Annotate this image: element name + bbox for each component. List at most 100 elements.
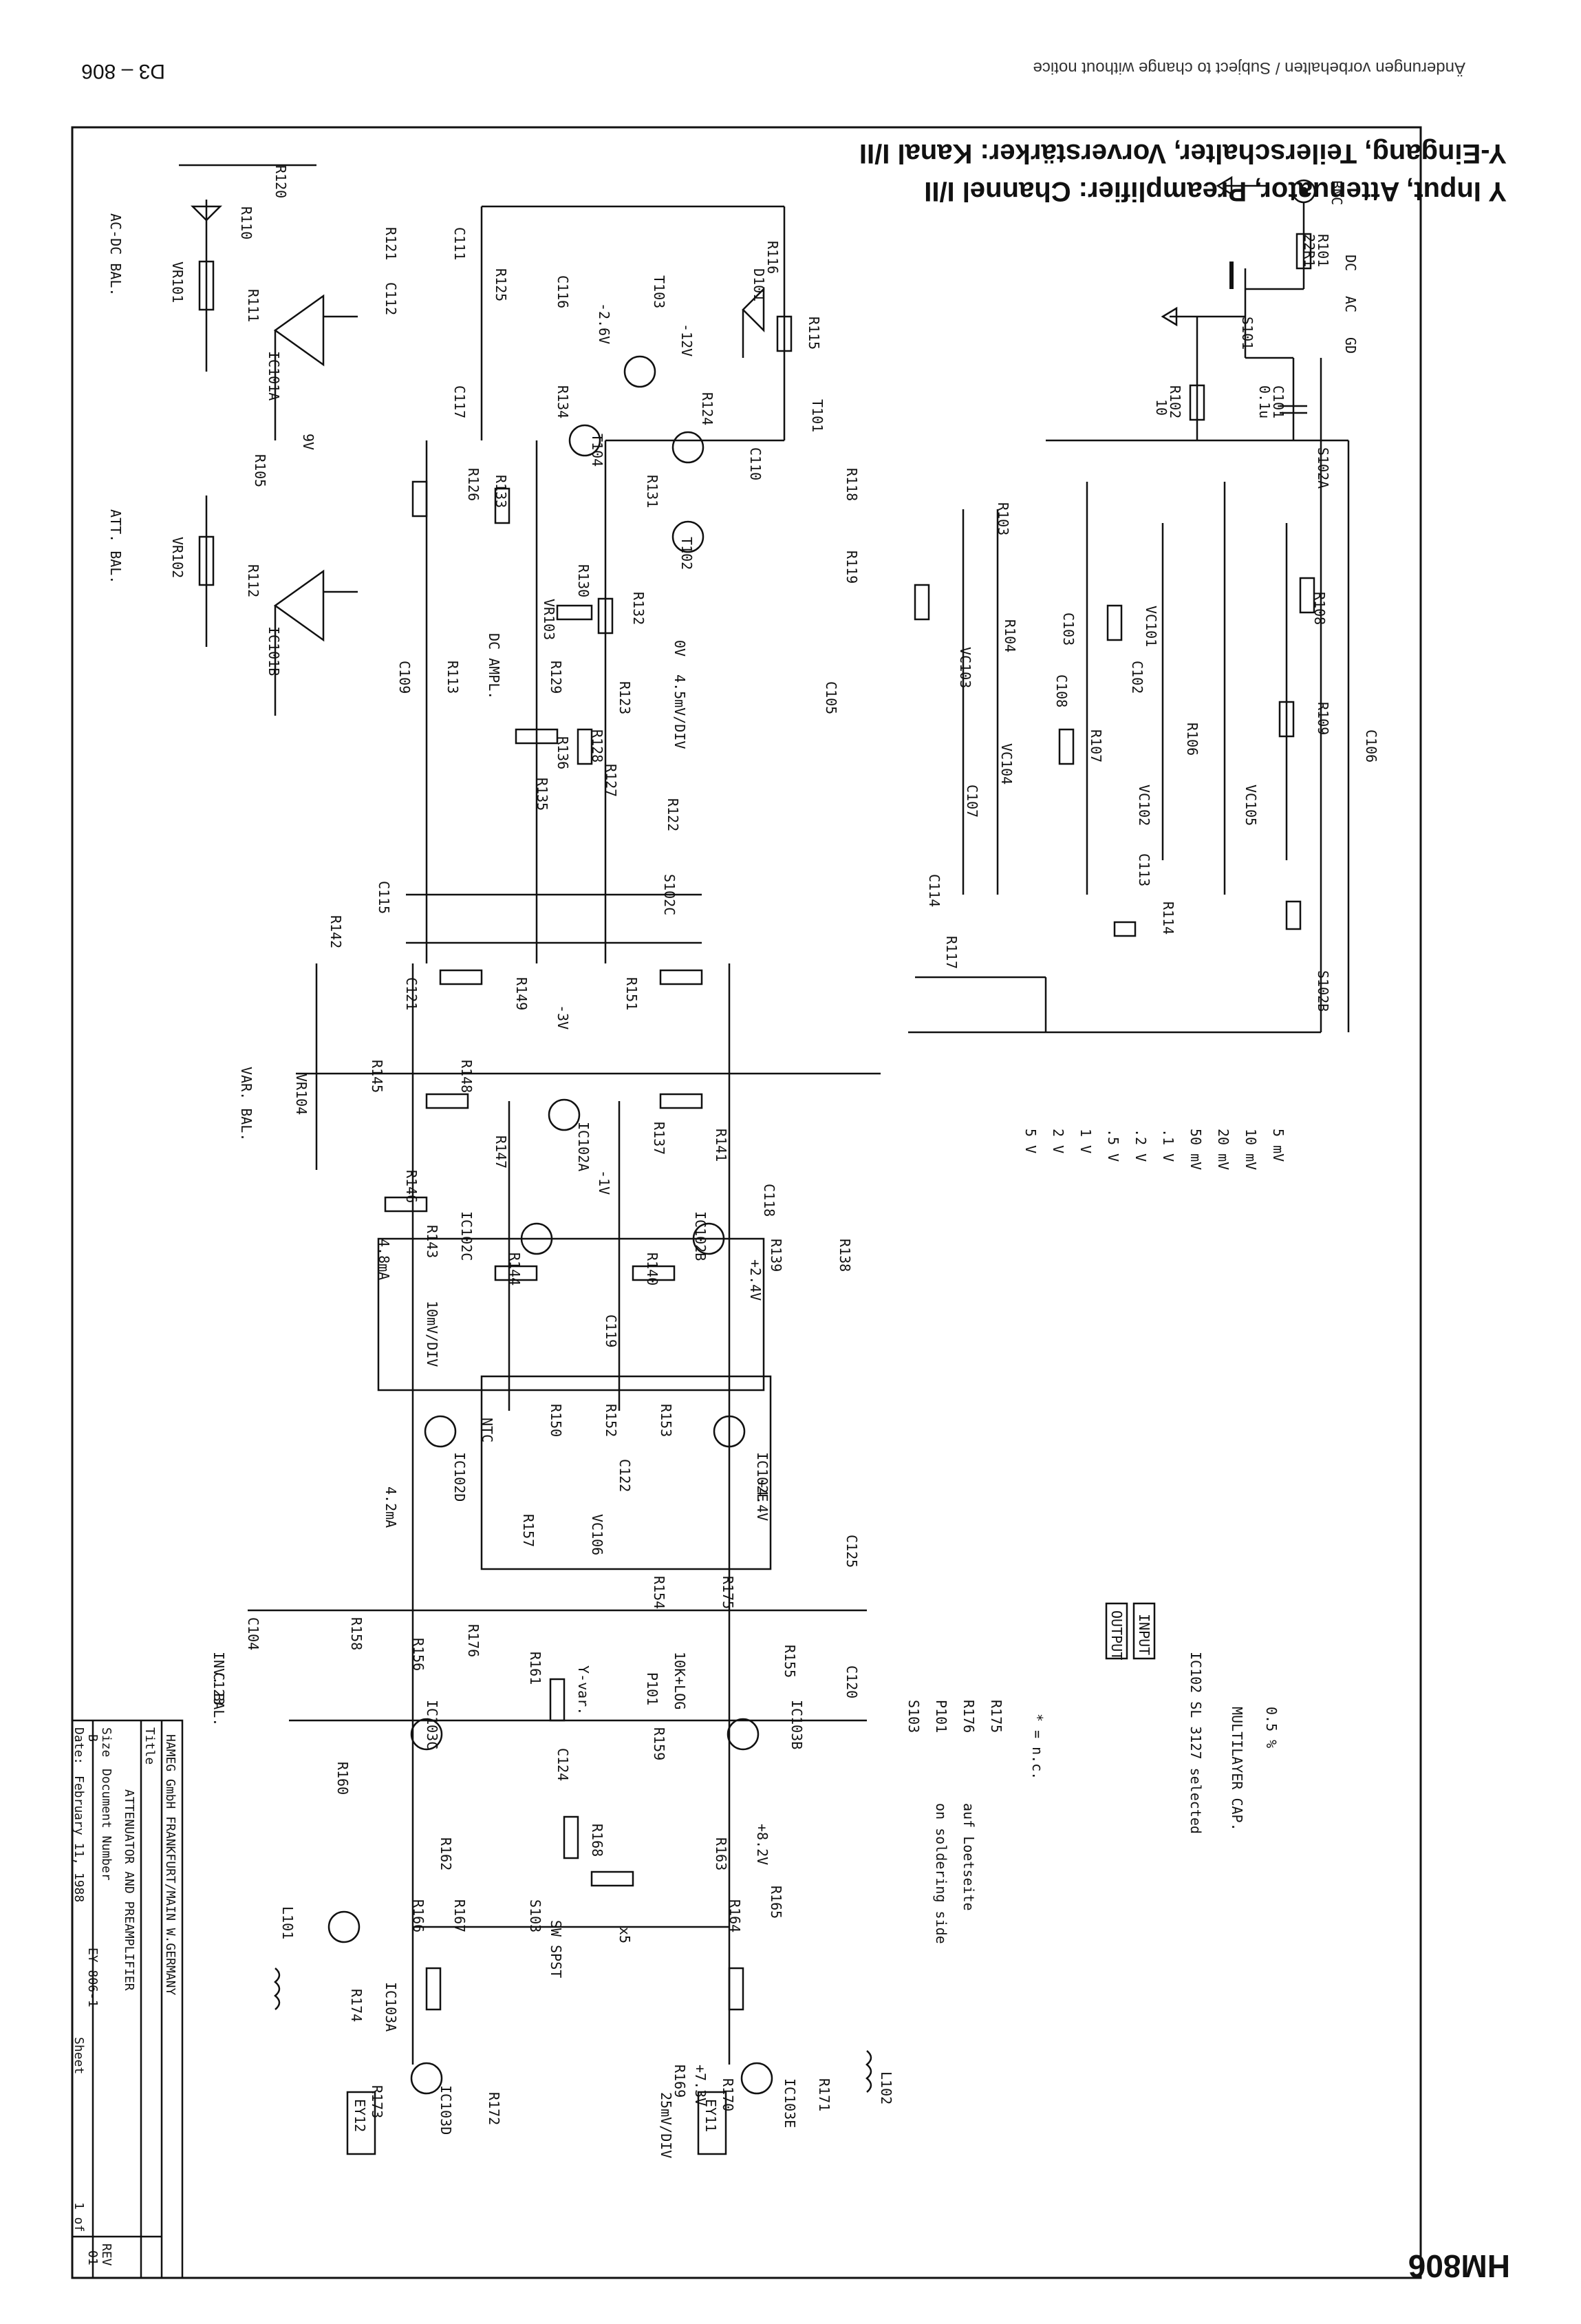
component-label: R157	[520, 1514, 537, 1548]
component-label: R114	[1160, 902, 1176, 935]
component-label: C114	[926, 874, 943, 908]
legend-tolerance: 0.5 %	[1263, 1707, 1280, 1749]
range-1: 10 mV	[1243, 1129, 1259, 1171]
component-label: R117	[943, 936, 960, 970]
component-label: C112	[383, 282, 399, 316]
ey11-tag	[697, 2091, 727, 2155]
component-label: C107	[964, 785, 980, 818]
component-label: R140	[644, 1252, 660, 1286]
component-label: T101	[809, 399, 826, 433]
component-label: C125	[843, 1535, 860, 1568]
component-label: R151	[623, 977, 640, 1011]
legend-input-tag: INPUT	[1136, 1614, 1152, 1656]
annotation: +8.2V	[754, 1824, 771, 1866]
component-label: R144	[506, 1252, 523, 1286]
component-label: C102	[1129, 661, 1146, 694]
legend-solder-ref: P101	[933, 1700, 949, 1734]
component-label: R106	[1184, 723, 1201, 756]
annotation: VAR. BAL.	[238, 1067, 255, 1142]
annotation: 25mV/DIV	[658, 2092, 674, 2159]
component-label: R119	[843, 551, 860, 584]
component-label: R112	[245, 564, 261, 598]
output-tags	[346, 2091, 727, 2155]
component-label: R125	[493, 268, 509, 302]
output-ey11: EY11	[702, 2099, 719, 2133]
component-label: VR101	[169, 262, 186, 303]
annotation: Y-var.	[575, 1665, 592, 1716]
component-label: R110	[238, 206, 255, 240]
annotation: -1V	[596, 1170, 612, 1195]
component-label: VC105	[1243, 785, 1259, 827]
annotation: +4.4V	[754, 1480, 771, 1522]
input-section	[1161, 175, 1316, 440]
component-label: VC103	[957, 647, 974, 689]
component-label: R166	[410, 1899, 427, 1933]
opamp-ic101	[179, 164, 358, 716]
component-label: C103	[1060, 612, 1077, 646]
ground-icon	[1216, 175, 1266, 196]
component-label: VR104	[293, 1074, 310, 1116]
range-2: 20 mV	[1215, 1129, 1232, 1171]
component-label: R132	[630, 592, 647, 626]
annotation: -2.6V	[596, 303, 612, 345]
legend-multilayer: MULTILAYER CAP.	[1229, 1707, 1245, 1831]
annotation: NTC	[479, 1418, 495, 1443]
component-label: C122	[616, 1459, 633, 1493]
annotation: 10mV/DIV	[424, 1301, 440, 1367]
attenuator-network	[908, 358, 1350, 1034]
title-block-sheet: 1 of	[72, 2202, 86, 2232]
component-label: R121	[383, 227, 399, 261]
component-label: C115	[376, 881, 392, 915]
amplifier-ic102	[296, 963, 881, 1411]
title-block-rev-label: REV	[99, 2243, 114, 2266]
title-block-size: B	[85, 1734, 100, 1742]
range-7: 1 V	[1077, 1129, 1094, 1154]
component-label: R167	[451, 1899, 468, 1933]
component-label: R137	[651, 1122, 667, 1155]
component-label: VR102	[169, 537, 186, 579]
component-label: R108	[1311, 592, 1328, 626]
annotation: +2.4V	[747, 1259, 764, 1301]
r101-value: 22R1	[1301, 234, 1318, 268]
annotation: -3V	[555, 1005, 571, 1030]
component-label: R150	[548, 1404, 564, 1438]
legend-solder-ref: R175	[988, 1700, 1004, 1734]
legend-output-tag: OUTPUT	[1108, 1610, 1125, 1661]
component-label: C108	[1053, 674, 1070, 708]
component-label: R135	[534, 778, 550, 811]
component-label: C105	[823, 681, 839, 715]
component-label: R131	[644, 475, 660, 509]
component-label: C117	[451, 385, 468, 419]
component-label: R173	[369, 2085, 385, 2119]
output-stage	[248, 1375, 872, 2095]
title-block-docnum-label: Document Number	[99, 1769, 114, 1881]
component-label: IC102A	[575, 1122, 592, 1172]
component-label: R153	[658, 1404, 674, 1438]
range-9: 5 V	[1022, 1129, 1039, 1154]
annotation: 9V	[300, 434, 316, 451]
component-label: R155	[782, 1645, 798, 1678]
range-0: 5 mV	[1270, 1129, 1287, 1162]
component-label: R156	[410, 1638, 427, 1672]
component-label: D101	[751, 268, 767, 302]
r102-value: 10	[1153, 399, 1170, 416]
component-label: R154	[651, 1576, 667, 1610]
component-label: R123	[616, 681, 633, 715]
component-label: R130	[575, 564, 592, 598]
component-label: R122	[665, 798, 681, 832]
component-label: R103	[995, 502, 1011, 536]
component-label: R126	[465, 468, 482, 502]
component-label: P101	[644, 1672, 660, 1706]
range-8: 2 V	[1050, 1129, 1066, 1154]
component-label: C119	[603, 1314, 619, 1348]
s101-label: S101	[1239, 317, 1256, 350]
component-label: R160	[334, 1762, 351, 1795]
component-label: T102	[678, 537, 695, 571]
component-label: C104	[245, 1617, 261, 1651]
component-label: R136	[555, 736, 571, 770]
component-label: R141	[713, 1129, 729, 1162]
component-label: VC101	[1143, 606, 1159, 648]
component-label: R149	[513, 977, 530, 1011]
component-label: S103	[527, 1899, 544, 1933]
